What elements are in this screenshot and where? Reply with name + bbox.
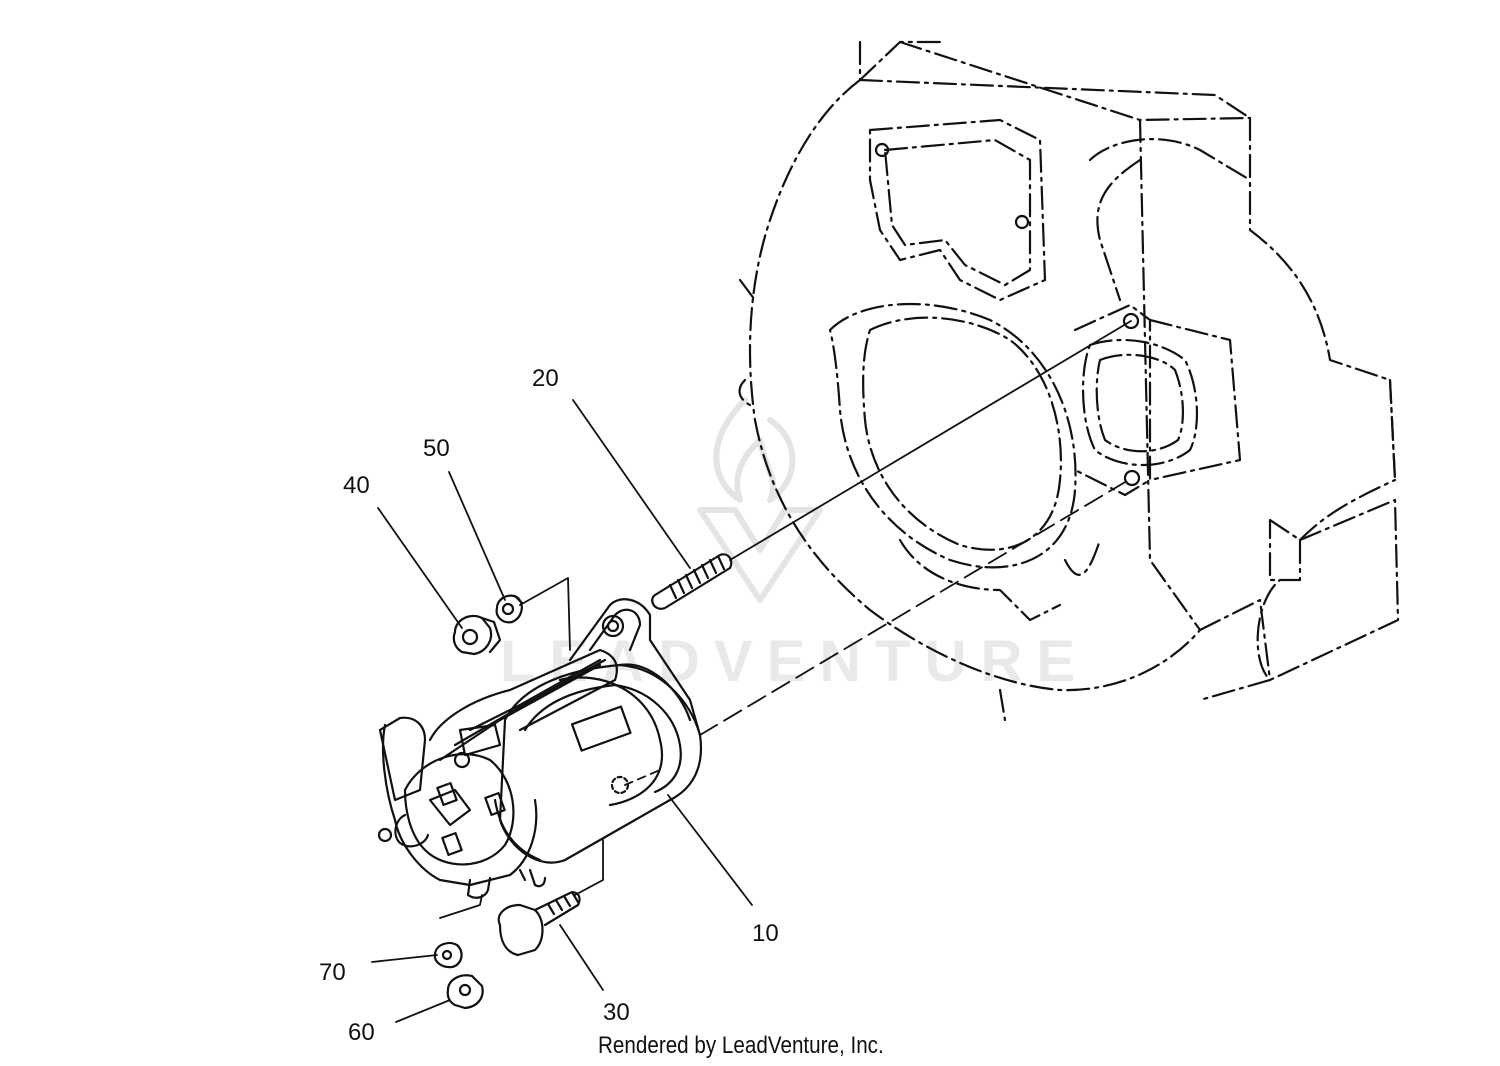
part-label-10[interactable]: 10	[752, 920, 779, 947]
nut-part-40	[452, 614, 502, 656]
leader-50	[448, 471, 506, 601]
part-label-50[interactable]: 50	[423, 435, 450, 462]
watermark-flame-icon	[697, 397, 823, 603]
leader-30	[559, 924, 604, 991]
part-label-20[interactable]: 20	[532, 365, 559, 392]
footer-credit: Rendered by LeadVenture, Inc.	[598, 1032, 884, 1059]
leader-40	[377, 507, 463, 629]
bolt-part-30	[497, 890, 581, 957]
lock-washer-part-70	[433, 941, 463, 969]
leader-20	[572, 399, 691, 569]
leader-70	[371, 954, 438, 963]
part-label-40[interactable]: 40	[343, 472, 370, 499]
leader-10	[667, 794, 753, 906]
part-label-70[interactable]: 70	[319, 959, 346, 986]
stud-part-20	[651, 553, 733, 610]
part-label-60[interactable]: 60	[348, 1019, 375, 1046]
starter-motor	[377, 598, 703, 899]
assembly-bracket-lines	[439, 577, 604, 919]
nut-part-60	[446, 974, 484, 1010]
housing-bolt-hole-lower	[1123, 469, 1141, 487]
housing-bolt-hole-upper	[1122, 312, 1140, 330]
alignment-lines	[624, 320, 1133, 786]
leader-lines	[371, 399, 753, 1023]
lock-washer-part-50	[495, 594, 524, 624]
part-label-30[interactable]: 30	[603, 999, 630, 1026]
engine-flywheel-housing	[738, 40, 1400, 722]
leader-60	[395, 999, 451, 1023]
